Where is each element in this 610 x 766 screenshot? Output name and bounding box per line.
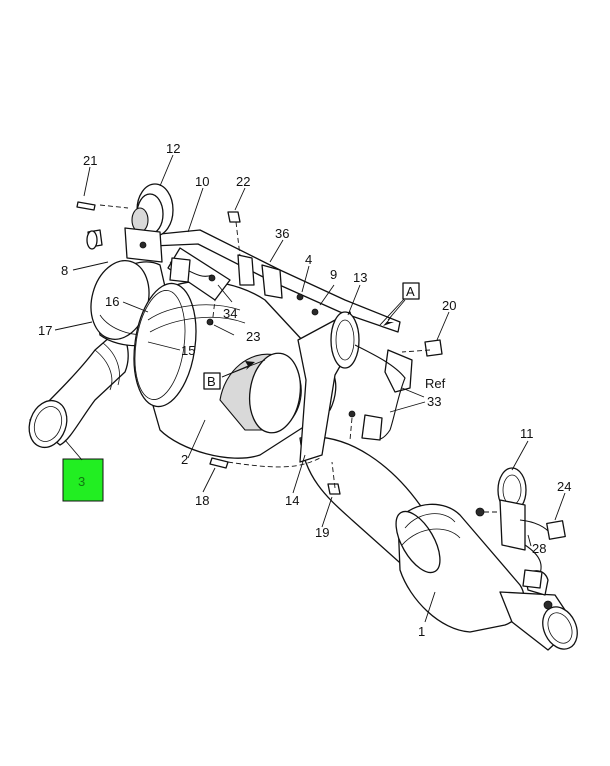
dpf-canister-2 — [133, 280, 337, 459]
highlight-box-3[interactable] — [62, 458, 104, 502]
callout-4[interactable]: 4 — [305, 252, 312, 267]
callout-22[interactable]: 22 — [236, 174, 250, 189]
callout-15[interactable]: 15 — [181, 343, 195, 358]
callout-18[interactable]: 18 — [195, 493, 209, 508]
callout-33[interactable]: 33 — [427, 394, 441, 409]
callout-labels: 21 12 10 22 8 36 4 9 13 A 20 16 17 34 23… — [38, 141, 571, 639]
callout-34[interactable]: 34 — [223, 306, 237, 321]
callout-11[interactable]: 11 — [520, 426, 534, 441]
callout-19[interactable]: 19 — [315, 525, 329, 540]
callout-36[interactable]: 36 — [275, 226, 289, 241]
fasteners — [76, 201, 485, 517]
isolator-mount-11 — [497, 467, 527, 551]
sensor-harness — [169, 257, 566, 589]
callout-28[interactable]: 28 — [532, 541, 546, 556]
callout-23[interactable]: 23 — [246, 329, 260, 344]
inlet-pipe — [28, 260, 176, 449]
callout-9[interactable]: 9 — [330, 267, 337, 282]
callout-12[interactable]: 12 — [166, 141, 180, 156]
callout-10[interactable]: 10 — [195, 174, 209, 189]
callout-17[interactable]: 17 — [38, 323, 52, 338]
callout-2[interactable]: 2 — [181, 452, 188, 467]
callout-ref[interactable]: Ref — [425, 376, 446, 391]
callout-3[interactable]: 3 — [78, 474, 85, 489]
callout-8[interactable]: 8 — [61, 263, 68, 278]
callout-B[interactable]: B — [207, 374, 216, 389]
callout-14[interactable]: 14 — [285, 493, 299, 508]
callout-16[interactable]: 16 — [105, 294, 119, 309]
callout-24[interactable]: 24 — [557, 479, 571, 494]
callout-A[interactable]: A — [406, 284, 415, 299]
mounting-bracket-rail — [149, 229, 413, 463]
isolator-mount-12 — [124, 183, 174, 263]
callout-20[interactable]: 20 — [442, 298, 456, 313]
assembly-dashed-lines — [99, 204, 500, 513]
reference-arrows — [203, 282, 420, 390]
callout-13[interactable]: 13 — [353, 270, 367, 285]
callout-21[interactable]: 21 — [83, 153, 97, 168]
callout-1[interactable]: 1 — [418, 624, 425, 639]
catalyst-converter-1 — [299, 436, 578, 651]
leader-lines — [54, 154, 566, 623]
isolator-mount-13 — [330, 311, 360, 369]
